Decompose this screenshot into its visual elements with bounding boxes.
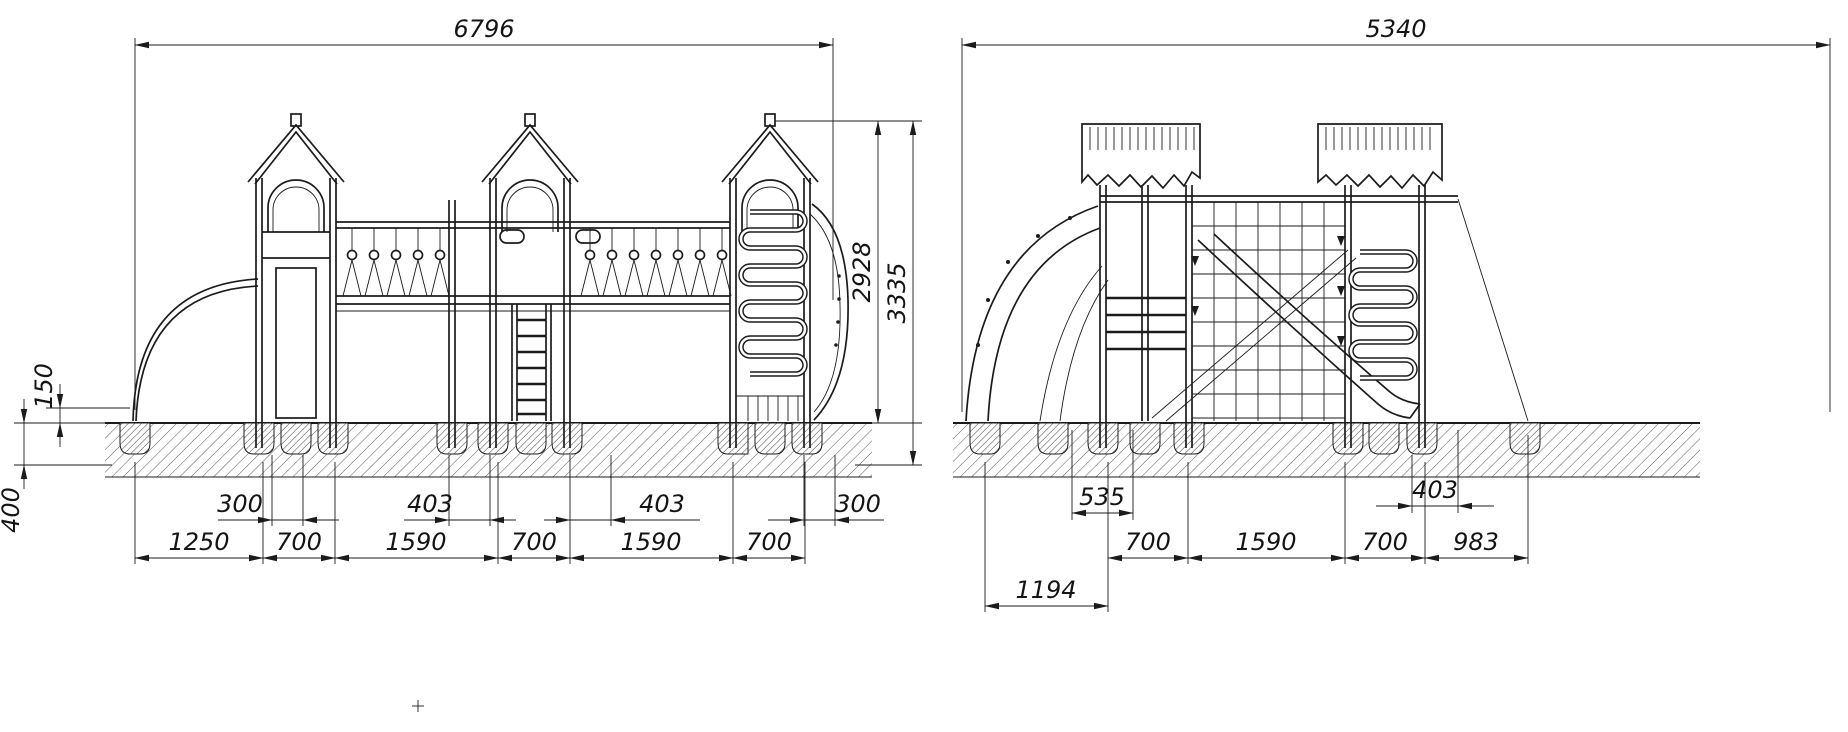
access-ladder — [511, 304, 552, 421]
canopy — [1317, 123, 1443, 190]
dim-front-footing-top: 150 — [30, 363, 58, 409]
dim-front-lower-3: 700 — [511, 528, 557, 556]
dim-side-right-offset: 403 — [1412, 476, 1458, 504]
side-footings — [969, 422, 1541, 455]
front-structure — [132, 113, 849, 448]
front-tower-right — [721, 113, 849, 448]
dim-front-height-overall: 3335 — [883, 262, 911, 323]
dim-front-lower-0: 1250 — [168, 528, 229, 556]
dim-front-total-width: 6796 — [453, 15, 514, 43]
dim-side-lower-3: 983 — [1453, 528, 1499, 556]
dim-side-post-offset: 535 — [1079, 483, 1125, 511]
front-footings — [119, 422, 823, 455]
dim-side-left-overhang: 1194 — [1015, 576, 1076, 604]
dim-front-lower-1: 700 — [276, 528, 322, 556]
dim-front-lower-4: 1590 — [620, 528, 681, 556]
dim-front-upper-2: 403 — [639, 490, 685, 518]
front-dimensions: 6796 2928 3335 150 400 — [0, 15, 922, 564]
side-tower-left — [1081, 123, 1201, 448]
roof-finial — [524, 113, 536, 127]
rope-bridge-right — [580, 228, 732, 297]
side-slide-profile — [811, 203, 849, 421]
canopy-texture — [1325, 127, 1431, 150]
front-tower-middle — [481, 113, 601, 448]
grab-handle — [499, 229, 525, 244]
dim-front-upper-3: 300 — [835, 490, 881, 518]
dim-side-lower-1: 1590 — [1235, 528, 1296, 556]
dim-front-footing-depth: 400 — [0, 487, 25, 533]
front-view: 6796 2928 3335 150 400 — [0, 15, 922, 564]
rope-bridge-left — [342, 228, 450, 297]
climb-pole — [1151, 249, 1349, 419]
roof-finial — [764, 113, 776, 127]
roof-finial — [290, 113, 302, 127]
climbing-net — [1191, 202, 1346, 421]
canopy — [1081, 123, 1201, 190]
dim-side-lower-2: 700 — [1362, 528, 1408, 556]
dim-side-lower-0: 700 — [1125, 528, 1171, 556]
canopy-texture — [1089, 127, 1195, 150]
dim-side-total-width: 5340 — [1365, 15, 1426, 43]
front-tower-left — [247, 113, 345, 448]
arc-climber — [135, 285, 259, 422]
dim-front-lower-5: 700 — [746, 528, 792, 556]
dim-front-upper-0: 300 — [217, 490, 263, 518]
grab-handle — [575, 229, 601, 244]
tower-panel — [275, 267, 317, 419]
side-tower-right — [1317, 123, 1443, 448]
side-structure — [965, 123, 1529, 448]
center-mark — [412, 700, 424, 712]
side-dimensions: 5340 535 403 700 1590 700 — [961, 15, 1831, 612]
dim-front-lower-2: 1590 — [385, 528, 446, 556]
serpentine-climber — [1348, 249, 1418, 381]
dim-front-height-structure: 2928 — [848, 241, 876, 302]
serpentine-climber — [738, 209, 808, 377]
guy-line — [1457, 198, 1529, 422]
side-view: 5340 535 403 700 1590 700 — [953, 15, 1831, 612]
side-ground — [953, 421, 1700, 478]
front-ground — [105, 421, 872, 478]
dim-front-upper-1: 403 — [407, 490, 453, 518]
